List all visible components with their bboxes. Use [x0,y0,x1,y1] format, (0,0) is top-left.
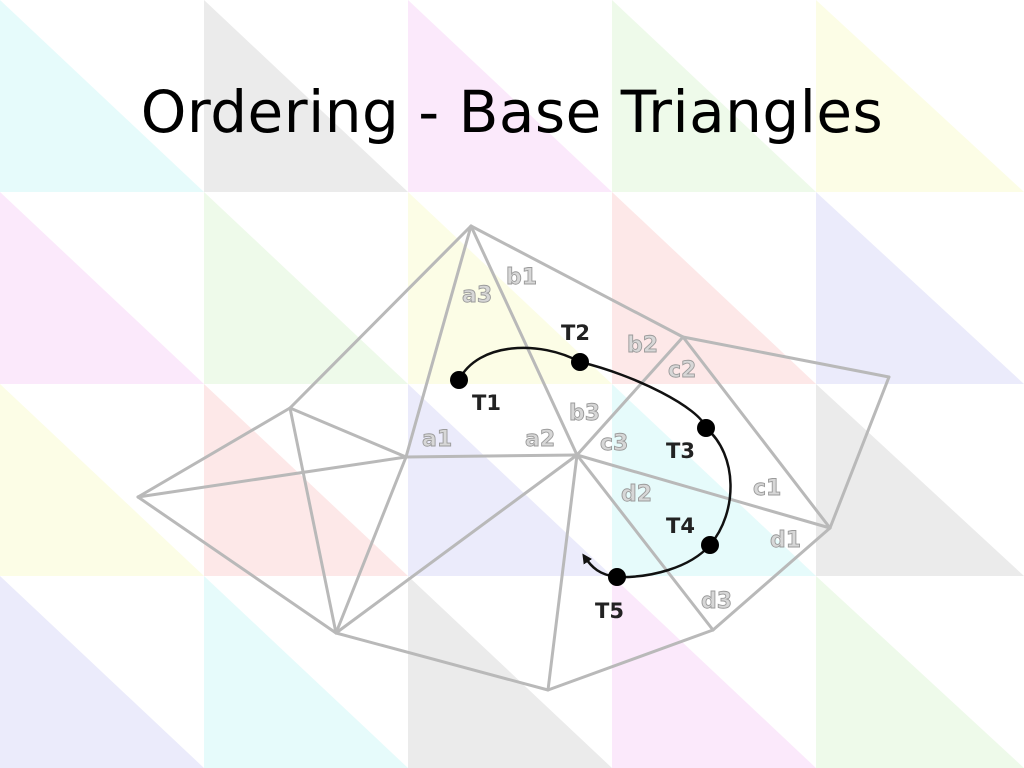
region-label-d3: d3 [701,589,732,614]
traversal-point-t1 [450,371,468,389]
region-label-a1: a1 [422,427,452,452]
region-label-c2: c2 [668,358,696,383]
region-label-b1: b1 [506,265,537,290]
traversal-point-t2 [571,353,589,371]
region-label-c1: c1 [753,476,781,501]
traversal-label-t1: T1 [472,391,501,415]
traversal-label-t3: T3 [666,439,695,463]
traversal-label-t2: T2 [561,321,590,345]
traversal-point-t4 [701,536,719,554]
region-label-a3: a3 [462,283,492,308]
mesh-edges [136,224,891,692]
traversal-point-t5 [608,568,626,586]
traversal-point-t3 [697,419,715,437]
region-label-a2: a2 [525,427,555,452]
slide-title: Ordering - Base Triangles [140,78,884,146]
traversal-label-t4: T4 [666,514,695,538]
traversal-label-t5: T5 [595,599,624,623]
region-label-d2: d2 [621,482,652,507]
region-label-d1: d1 [770,528,801,553]
region-label-b3: b3 [569,401,600,426]
region-label-c3: c3 [600,431,628,456]
region-label-b2: b2 [627,333,658,358]
